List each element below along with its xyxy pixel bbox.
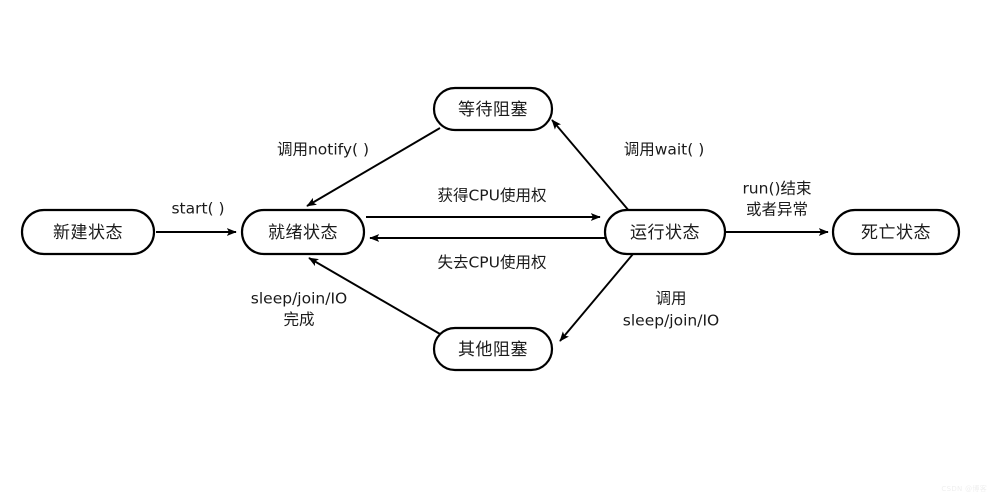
edge-label-call-io-line2: sleep/join/IO	[623, 312, 719, 330]
node-other-blocked[interactable]: 其他阻塞	[432, 326, 554, 372]
edge-label-call-io: 调用 sleep/join/IO	[623, 290, 719, 330]
node-waiting-blocked[interactable]: 等待阻塞	[432, 86, 554, 132]
watermark: CSDN @博客	[941, 485, 987, 493]
node-ready-state[interactable]: 就绪状态	[240, 208, 366, 256]
edge-label-call-io-line1: 调用	[655, 290, 686, 308]
node-other-blocked-label: 其他阻塞	[458, 340, 528, 360]
edge-label-notify: 调用notify( )	[277, 141, 369, 159]
edge-labels-layer: start( ) 调用notify( ) 调用wait( ) 获得CPU使用权 …	[171, 141, 811, 330]
edge-label-wait: 调用wait( )	[624, 141, 705, 159]
node-new-state-label: 新建状态	[53, 223, 123, 243]
edge-label-io-done-line2: 完成	[283, 311, 314, 329]
node-new-state[interactable]: 新建状态	[20, 208, 156, 256]
edge-label-io-done: sleep/join/IO 完成	[251, 290, 347, 329]
edge-label-run-end-line2: 或者异常	[746, 201, 808, 219]
edge-io-done	[308, 257, 441, 335]
edges-layer	[156, 119, 829, 342]
edge-label-start: start( )	[171, 200, 224, 218]
edge-notify	[306, 127, 441, 207]
edge-label-get-cpu: 获得CPU使用权	[437, 187, 546, 205]
nodes-layer: 新建状态 就绪状态 等待阻塞 运行状态 其他阻塞 死亡状态	[20, 86, 961, 372]
edge-label-lose-cpu: 失去CPU使用权	[437, 254, 546, 272]
node-ready-state-label: 就绪状态	[268, 223, 338, 243]
edge-call-io	[559, 253, 634, 342]
edge-wait	[551, 119, 631, 213]
node-dead-state-label: 死亡状态	[861, 223, 931, 243]
node-running-state-label: 运行状态	[630, 223, 700, 243]
node-running-state[interactable]: 运行状态	[603, 208, 727, 256]
node-waiting-blocked-label: 等待阻塞	[458, 100, 528, 120]
edge-label-run-end-line1: run()结束	[742, 180, 811, 198]
edge-label-run-end: run()结束 或者异常	[742, 180, 811, 219]
edge-label-io-done-line1: sleep/join/IO	[251, 290, 347, 308]
node-dead-state[interactable]: 死亡状态	[831, 208, 961, 256]
